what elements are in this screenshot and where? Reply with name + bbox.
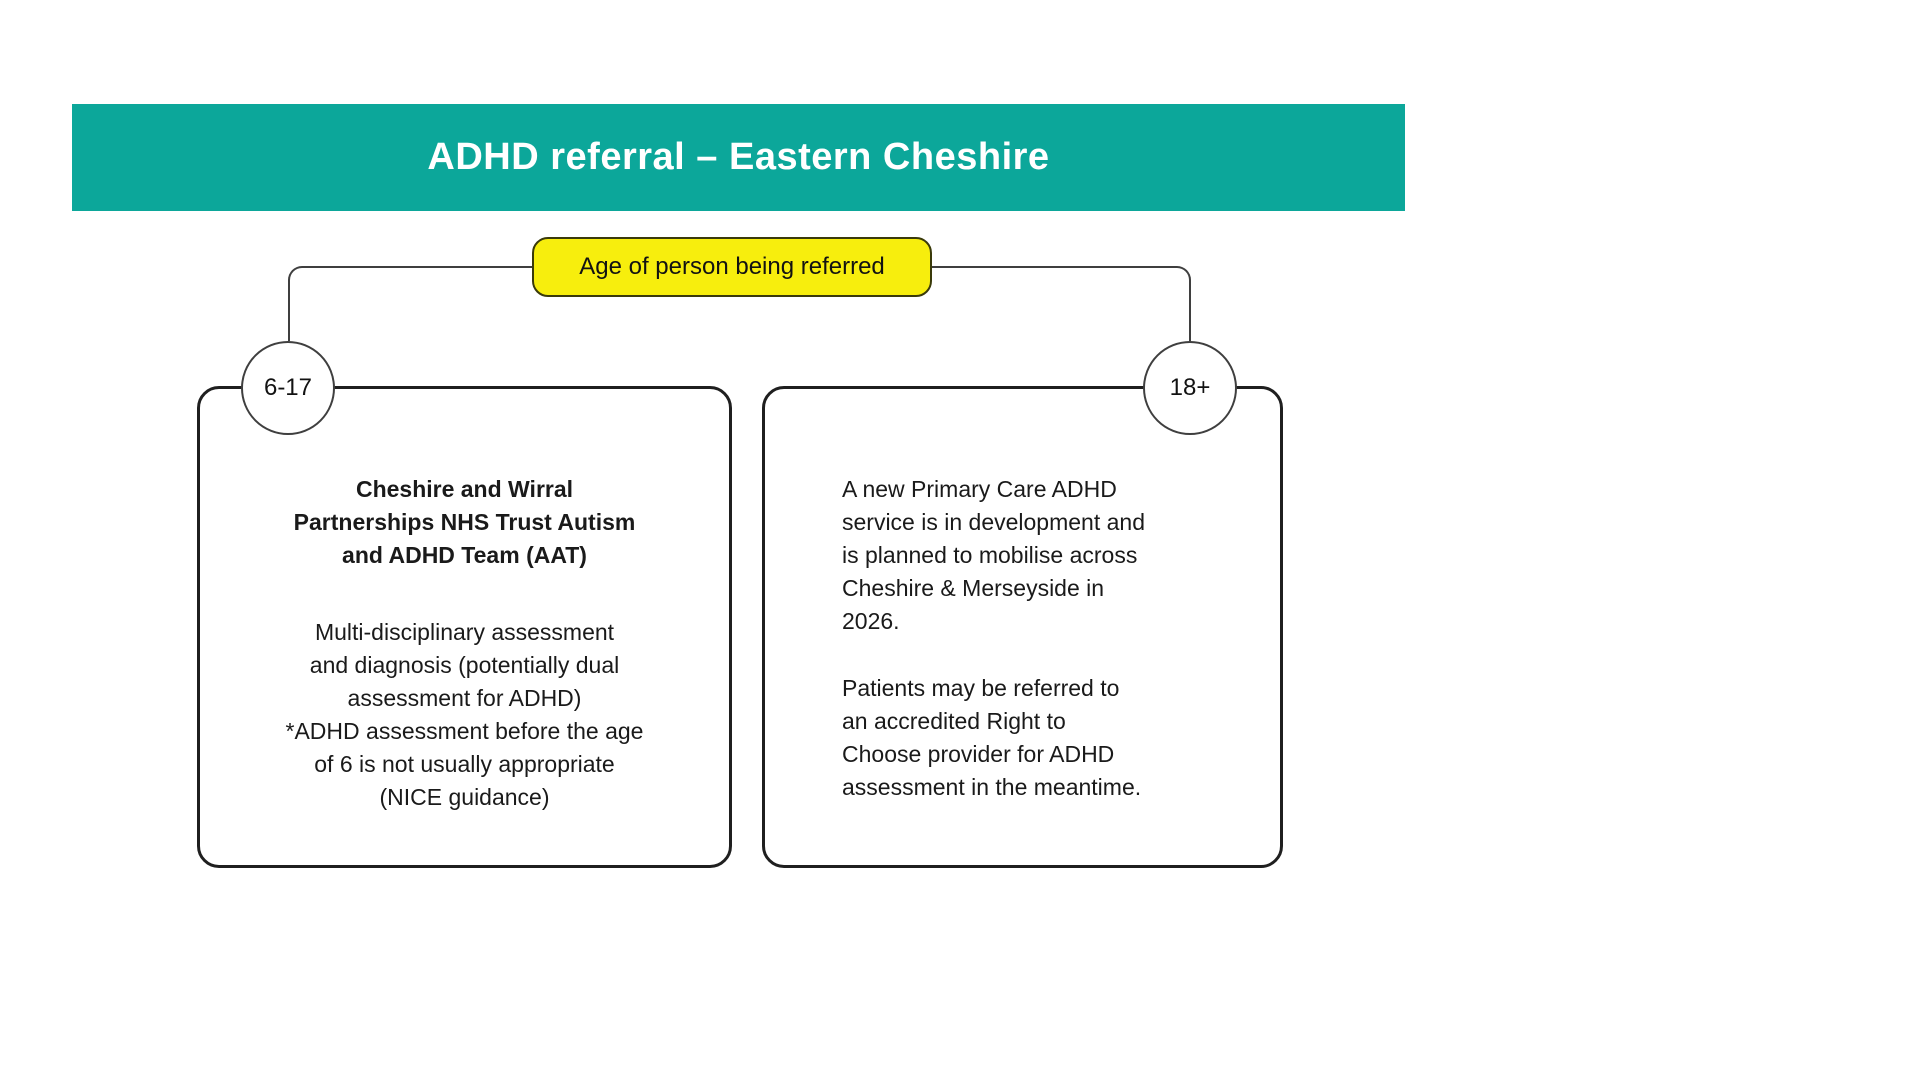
connector-left-elbow xyxy=(288,266,532,341)
right-branch-paragraph-1: A new Primary Care ADHD service is in de… xyxy=(842,476,1145,634)
branch-box-18plus: A new Primary Care ADHD service is in de… xyxy=(762,386,1283,868)
left-branch-body: Multi-disciplinary assessment and diagno… xyxy=(285,619,644,810)
left-branch-heading: Cheshire and Wirral Partnerships NHS Tru… xyxy=(293,476,636,568)
connector-right-elbow xyxy=(932,266,1191,341)
right-branch-paragraph-2: Patients may be referred to an accredite… xyxy=(842,675,1142,800)
age-badge-6-17: 6-17 xyxy=(241,341,335,435)
age-badge-18plus-label: 18+ xyxy=(1169,374,1211,401)
page-title: ADHD referral – Eastern Cheshire xyxy=(427,136,1050,178)
decision-node-label: Age of person being referred xyxy=(579,253,885,280)
decision-node-age: Age of person being referred xyxy=(532,237,932,297)
header-banner: ADHD referral – Eastern Cheshire xyxy=(72,104,1405,211)
branch-box-6-17: Cheshire and Wirral Partnerships NHS Tru… xyxy=(197,386,732,868)
age-badge-18plus: 18+ xyxy=(1143,341,1237,435)
age-badge-6-17-label: 6-17 xyxy=(263,374,313,401)
